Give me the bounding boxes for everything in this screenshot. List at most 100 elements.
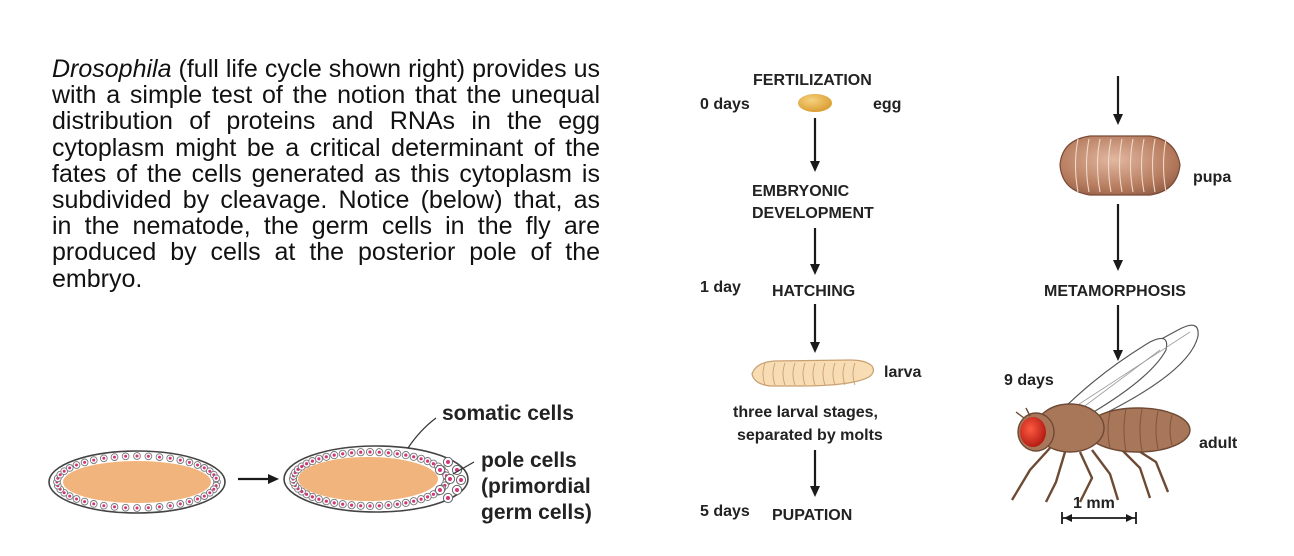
cell-nucleus	[68, 494, 72, 498]
larva-segment	[772, 362, 776, 386]
stage-arrow	[238, 474, 279, 484]
pupa-segment	[1140, 138, 1145, 193]
larva-segment	[832, 362, 836, 386]
pupation-label: PUPATION	[772, 507, 852, 524]
arrow-hatching-to-larva	[810, 304, 820, 353]
pole-cell-nucleus	[438, 468, 442, 472]
cell-nucleus	[187, 500, 191, 504]
cell-nucleus	[62, 469, 66, 473]
cell-nucleus	[83, 500, 87, 504]
adult-label: adult	[1199, 435, 1238, 452]
cell-nucleus	[75, 497, 78, 501]
larva-segment	[792, 362, 796, 386]
pole-cell-nucleus	[448, 477, 452, 481]
scale-label: 1 mm	[1073, 495, 1115, 512]
cell-nucleus	[168, 456, 172, 460]
fly-leg-hind	[1117, 445, 1152, 499]
embryo-leaders	[407, 417, 475, 475]
molts-label: separated by molts	[737, 427, 883, 444]
egg-label: egg	[873, 96, 901, 113]
cell-nucleus	[350, 451, 354, 455]
hatching-label: HATCHING	[772, 283, 855, 300]
arrow-metamorphosis-to-adult	[1113, 305, 1123, 361]
day-1-label: 1 day	[700, 279, 741, 296]
cell-nucleus	[395, 452, 399, 456]
pupa-segment	[1107, 138, 1112, 193]
day-9-label: 9 days	[1004, 372, 1054, 389]
cell-nucleus	[202, 466, 206, 470]
larval-stages-label: three larval stages,	[733, 404, 878, 421]
embryo-stage-2	[283, 445, 469, 513]
stage-arrow-head	[268, 474, 279, 484]
larva-segment	[852, 362, 856, 386]
cell-nucleus	[305, 492, 309, 496]
cell-nucleus	[412, 455, 416, 459]
embryo-2-yolk	[298, 457, 438, 501]
cell-nucleus	[58, 473, 62, 477]
cell-nucleus	[324, 499, 328, 503]
cell-nucleus	[146, 454, 150, 458]
cell-nucleus	[317, 457, 321, 461]
cell-nucleus	[178, 502, 182, 506]
cell-nucleus	[135, 454, 139, 458]
cell-nucleus	[214, 476, 218, 480]
cell-nucleus	[368, 450, 372, 454]
cell-nucleus	[92, 458, 96, 462]
cell-nucleus	[75, 463, 78, 467]
cell-nucleus	[305, 462, 309, 466]
cell-nucleus	[431, 462, 435, 466]
cell-nucleus	[113, 455, 116, 459]
pupa-label: pupa	[1193, 169, 1231, 186]
scale-bar	[1061, 512, 1137, 524]
cell-nucleus	[212, 487, 216, 491]
cell-nucleus	[187, 460, 191, 464]
cell-nucleus	[426, 459, 430, 463]
cell-nucleus	[404, 501, 408, 505]
cell-nucleus	[359, 450, 363, 454]
cell-nucleus	[83, 460, 87, 464]
pole-cell-nucleus	[459, 478, 463, 482]
cell-nucleus	[202, 494, 206, 498]
cell-nucleus	[310, 495, 314, 499]
cell-nucleus	[404, 453, 408, 457]
larva-label: larva	[884, 364, 921, 381]
cell-nucleus	[419, 457, 423, 461]
fly-eye	[1020, 417, 1046, 447]
egg-shape	[798, 94, 832, 112]
intro-genus: Drosophila	[52, 55, 172, 83]
cell-nucleus	[196, 463, 199, 467]
cell-nucleus	[341, 452, 345, 456]
embryo-stage-1	[48, 450, 226, 514]
pupa-segment	[1085, 138, 1090, 193]
larva-segment	[812, 362, 816, 386]
fertilization-label: FERTILIZATION	[753, 72, 872, 89]
cell-nucleus	[300, 464, 304, 469]
pole-cells-label: pole cells	[481, 449, 577, 472]
cell-nucleus	[124, 454, 128, 458]
cell-nucleus	[196, 497, 199, 501]
cell-nucleus	[146, 506, 150, 510]
pupa-segments	[1074, 138, 1167, 193]
cell-nucleus	[419, 497, 423, 501]
cell-nucleus	[310, 459, 314, 463]
larva-shape	[751, 359, 875, 387]
cell-nucleus	[350, 503, 354, 507]
fly-leg-front-2	[1044, 451, 1067, 503]
arrow-embryo-to-hatching	[810, 228, 820, 275]
cell-nucleus	[317, 497, 321, 501]
cell-nucleus	[395, 502, 399, 506]
cell-nucleus	[412, 499, 416, 503]
embryonic-label: EMBRYONIC	[752, 183, 850, 200]
embryo-1-yolk	[63, 461, 211, 503]
cell-nucleus	[124, 506, 128, 510]
cell-nucleus	[158, 505, 161, 509]
fly-leg-mid-2	[1091, 449, 1120, 501]
pupa-shape	[1059, 135, 1181, 196]
cell-nucleus	[359, 504, 363, 508]
cell-nucleus	[102, 504, 106, 508]
larva-segments	[762, 362, 856, 386]
arrow-pupa-to-metamorphosis	[1113, 204, 1123, 271]
larva-segment	[802, 362, 806, 386]
